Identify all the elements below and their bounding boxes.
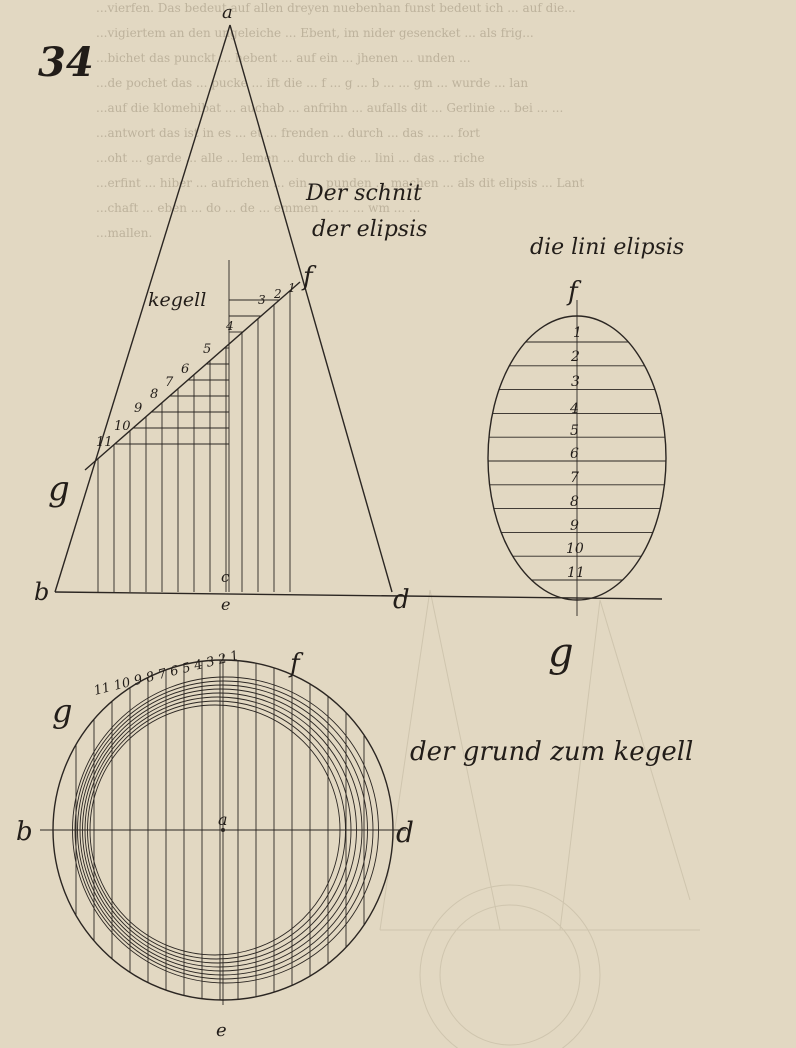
bleed-text-line: ...de pochet das ... pucke ... ift die .… xyxy=(96,76,528,90)
ellipse-cut-line xyxy=(84,281,301,471)
ellipse-number: 7 xyxy=(570,470,579,486)
cone-left-edge xyxy=(54,24,231,593)
page-number: 34 xyxy=(38,39,94,86)
ellipse-number: 11 xyxy=(567,565,585,581)
ellipse-number: 10 xyxy=(566,541,584,557)
ellipse-section-lines xyxy=(488,341,666,581)
ellipse-number: 8 xyxy=(570,494,579,510)
base-left-label: b xyxy=(34,578,49,606)
cut-number: 6 xyxy=(181,362,189,377)
ellipse-number: 2 xyxy=(570,349,580,365)
cut-number: 7 xyxy=(165,375,174,390)
bleed-text-line: ...vierfen. Das bedeut auf allen dreyen … xyxy=(96,1,576,15)
bleed-text-line: ...oht ... garde ... alle ... lemen ... … xyxy=(96,151,485,165)
cut-number: 8 xyxy=(150,387,158,402)
cone-section-lines xyxy=(97,290,291,592)
bleed-text-line: ...mallen. xyxy=(96,226,152,240)
ellipse-number: 3 xyxy=(571,374,580,390)
ellipse-number: 4 xyxy=(569,401,579,417)
base-right-label: d xyxy=(393,585,410,615)
ellipse-top-label: f xyxy=(566,277,582,307)
ellipse-title: die lini elipsis xyxy=(530,235,684,260)
apex-label: a xyxy=(222,2,233,23)
cone-right-edge xyxy=(229,24,393,593)
bleed-text-line: ...erfint ... hiber ... aufrichen ... ei… xyxy=(96,176,584,190)
cut-end-label-g: g xyxy=(48,469,70,509)
cut-number: 1 xyxy=(288,281,296,295)
cut-end-label-f: f xyxy=(301,262,317,292)
axis-label-c: c xyxy=(221,568,230,586)
axis-label-e: e xyxy=(221,595,230,614)
cut-number: 11 xyxy=(96,435,113,450)
ellipse-numbers: 1 2 3 4 5 6 7 8 9 10 11 xyxy=(566,325,585,581)
ellipse-number: 9 xyxy=(570,518,579,534)
cut-number: 4 xyxy=(225,319,234,333)
cone-base-line xyxy=(54,591,663,600)
ground-top-right-label: f xyxy=(288,649,304,679)
cone-figure: a b d c e f g kegell Der schnit der elip… xyxy=(34,2,663,615)
verso-ghost-shapes xyxy=(379,589,700,1048)
ellipse-number: 1 xyxy=(573,325,582,341)
section-title-line1: Der schnit xyxy=(305,181,422,206)
ground-center-label: a xyxy=(218,810,228,829)
ground-plan-figure: a b d e g f 11 10 9 8 7 6 5 4 3 2 1 der … xyxy=(16,648,693,1041)
center-point xyxy=(221,828,225,832)
cut-number: 10 xyxy=(114,419,131,434)
ground-title: der grund zum kegell xyxy=(410,737,693,767)
ground-right-label: d xyxy=(396,816,414,849)
bleed-text-line: ...vigiertem an den ungeleiche ... Ebent… xyxy=(96,26,534,40)
ground-bottom-label: e xyxy=(216,1020,227,1041)
bleed-text-line: ...chaft ... eben ... do ... de ... emme… xyxy=(96,201,420,215)
bleed-text-line: ...antwort das ist in es ... et ... fren… xyxy=(96,126,480,140)
cut-number: 2 xyxy=(273,287,282,301)
bleed-text-line: ...bichet das punckt ... hebent ... auf … xyxy=(96,51,471,65)
ellipse-figure: die lini elipsis f g 1 2 3 4 5 6 7 8 9 1… xyxy=(487,235,684,676)
bleed-through-text: ...vierfen. Das bedeut auf allen dreyen … xyxy=(96,1,584,240)
section-title-line2: der elipsis xyxy=(312,217,427,242)
cut-line-numbers: 1 2 3 4 5 6 7 8 9 10 11 xyxy=(96,281,296,450)
cut-number: 5 xyxy=(203,342,211,357)
ellipse-number: 5 xyxy=(570,423,579,439)
ground-top-left-label: g xyxy=(52,692,72,730)
ground-left-label: b xyxy=(16,817,33,847)
kegel-label: kegell xyxy=(148,289,206,311)
bleed-text-line: ...auf die klomehibat ... auchab ... anf… xyxy=(96,101,563,115)
ellipse-number: 6 xyxy=(570,446,579,462)
cut-number: 9 xyxy=(134,401,142,416)
ellipse-bottom-label: g xyxy=(548,630,574,676)
cut-number: 3 xyxy=(258,293,266,307)
